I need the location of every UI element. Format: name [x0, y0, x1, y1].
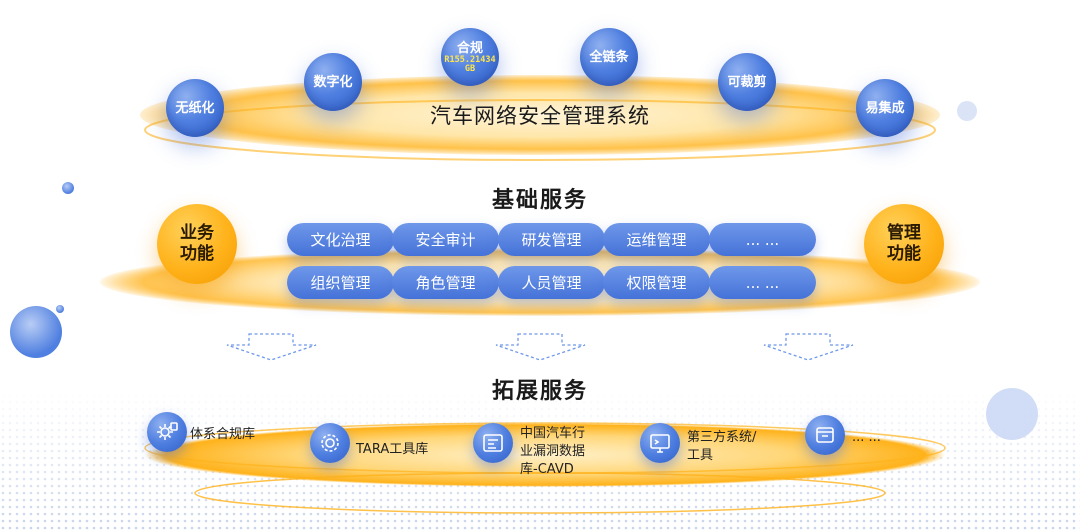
monitor-icon: [640, 423, 680, 463]
orb-digital: 数字化: [304, 53, 362, 111]
ext-label-tara-lib: TARA工具库: [356, 442, 429, 457]
ext-label-cavd: 中国汽车行 业漏洞数据 库-CAVD: [520, 426, 586, 477]
extended-services-title: 拓展服务: [491, 379, 588, 404]
orb-label: 合规: [456, 40, 483, 56]
orb-tailorable: 可裁剪: [718, 53, 776, 111]
pill-security-audit: 安全审计: [392, 223, 499, 256]
pill-role-management: 角色管理: [392, 266, 499, 299]
orb-sub-standard: R155.21434: [444, 54, 496, 65]
pill-personnel-management: 人员管理: [498, 266, 605, 299]
orb-label: 数字化: [313, 74, 353, 90]
gear-chip-icon: [310, 423, 350, 463]
orb-easy-integration: 易集成: [856, 79, 914, 137]
pill-rd-management: 研发管理: [498, 223, 605, 256]
ext-label-third-party: 第三方系统/ 工具: [687, 430, 757, 463]
pill-permission-management: 权限管理: [603, 266, 710, 299]
orb-label: 全链条: [589, 49, 629, 65]
orb-label: 易集成: [865, 100, 905, 116]
gear-rules-icon: [147, 412, 187, 452]
orb-full-chain: 全链条: [580, 28, 638, 86]
window-icon: [805, 415, 845, 455]
orb-paperless: 无纸化: [166, 79, 224, 137]
pill-org-management: 组织管理: [287, 266, 394, 299]
ext-label-compliance-lib: 体系合规库: [190, 427, 256, 442]
badge-line: 功能: [180, 244, 214, 264]
orb-label: 无纸化: [175, 100, 215, 116]
pill-ops-management: 运维管理: [603, 223, 710, 256]
orb-sub-gb: GB: [464, 63, 476, 74]
badge-line: 功能: [887, 244, 921, 264]
badge-line: 业务: [180, 223, 214, 243]
pill-more-row2: ... ...: [709, 266, 816, 299]
orb-compliance: 合规 R155.21434 GB: [441, 28, 499, 86]
management-function-badge: 管理 功能: [864, 204, 944, 284]
ext-label-more: ... ...: [852, 430, 881, 445]
business-function-badge: 业务 功能: [157, 204, 237, 284]
badge-line: 管理: [887, 223, 921, 243]
orb-label: 可裁剪: [727, 74, 767, 90]
pill-more-row1: ... ...: [709, 223, 816, 256]
database-panel-icon: [473, 423, 513, 463]
basic-services-title: 基础服务: [491, 188, 588, 213]
system-title: 汽车网络安全管理系统: [430, 104, 650, 128]
pill-culture-governance: 文化治理: [287, 223, 394, 256]
